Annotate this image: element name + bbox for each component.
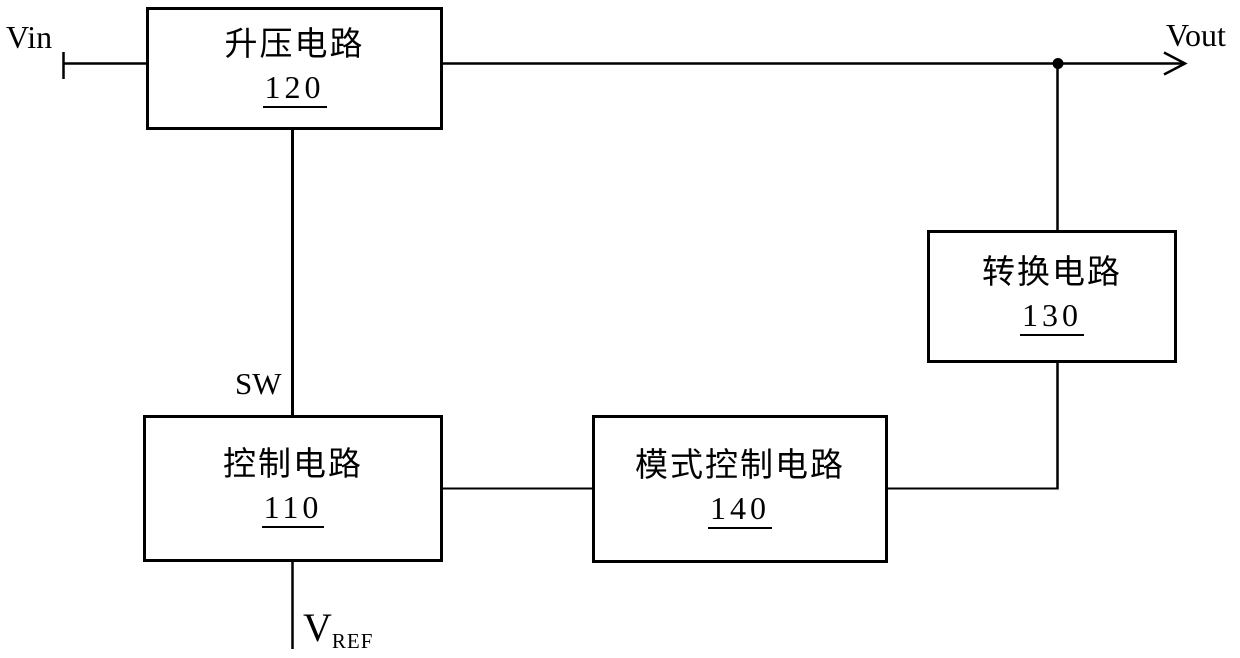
block-converter-title: 转换电路 bbox=[982, 255, 1122, 291]
block-boost-circuit: 升压电路 120 bbox=[146, 7, 443, 130]
vref-label: VREF bbox=[303, 605, 373, 652]
block-mode-control-circuit: 模式控制电路 140 bbox=[592, 415, 888, 563]
vout-label: Vout bbox=[1166, 17, 1226, 53]
block-converter-number: 130 bbox=[1020, 299, 1084, 336]
vout-arrowhead-icon bbox=[1163, 51, 1188, 76]
vref-label-main: V bbox=[303, 605, 332, 650]
block-mode-number: 140 bbox=[708, 492, 772, 529]
block-converter-circuit: 转换电路 130 bbox=[927, 230, 1177, 363]
block-boost-number: 120 bbox=[262, 71, 327, 108]
sw-label: SW bbox=[235, 366, 282, 401]
block-mode-title: 模式控制电路 bbox=[635, 447, 845, 484]
block-boost-title: 升压电路 bbox=[224, 27, 365, 63]
block-control-title: 控制电路 bbox=[223, 447, 363, 483]
vref-label-subscript: REF bbox=[331, 629, 374, 653]
block-control-circuit: 控制电路 110 bbox=[143, 415, 443, 562]
block-control-number: 110 bbox=[261, 491, 325, 528]
vin-label: Vin bbox=[6, 19, 53, 55]
